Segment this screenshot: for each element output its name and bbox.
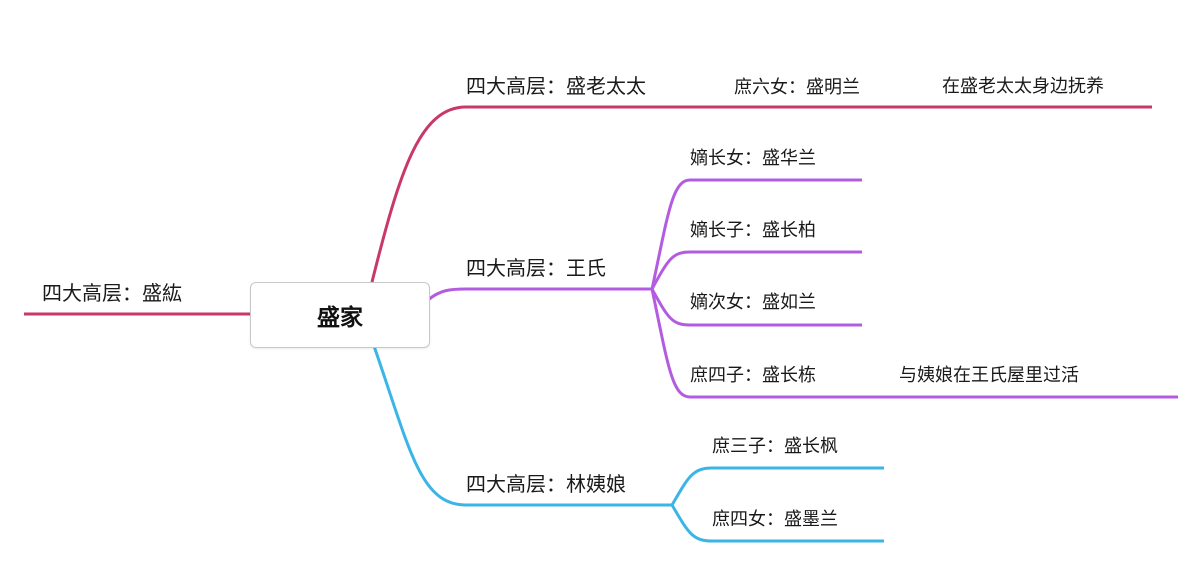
connector-branch2-child-1: [650, 178, 862, 290]
branch-2-child-4-label[interactable]: 庶四子：盛长栋: [690, 365, 816, 386]
branch-2-child-2-label[interactable]: 嫡长子：盛长柏: [690, 220, 816, 241]
connector-branch3-child-2: [670, 504, 884, 543]
branch-2-child-1-label[interactable]: 嫡长女：盛华兰: [690, 148, 816, 169]
branch-3-child-1-label[interactable]: 庶三子：盛长枫: [712, 436, 838, 457]
branch-2-child-3-label[interactable]: 嫡次女：盛如兰: [690, 292, 816, 313]
branch-1-child-1-label[interactable]: 庶六女：盛明兰: [734, 77, 860, 98]
connector-branch3-child-1: [670, 466, 884, 506]
connector-branch2-child-4: [650, 288, 1178, 399]
connector-root-to-branch-3: [372, 345, 467, 507]
branch-1-label[interactable]: 四大高层：盛老太太: [466, 74, 646, 98]
branch-2-label[interactable]: 四大高层：王氏: [466, 256, 606, 280]
root-label: 盛家: [317, 305, 363, 331]
left-branch-label[interactable]: 四大高层：盛紘: [42, 281, 182, 305]
connector-branch2-child-2: [650, 250, 862, 290]
connector-branch2-child-3: [650, 288, 862, 327]
branch-3-label[interactable]: 四大高层：林姨娘: [466, 472, 626, 496]
root-node[interactable]: 盛家: [250, 282, 430, 348]
connector-root-to-branch-1: [370, 105, 467, 283]
branch-3-child-2-label[interactable]: 庶四女：盛墨兰: [712, 509, 838, 530]
branch-2-child-4-note[interactable]: 与姨娘在王氏屋里过活: [899, 365, 1079, 386]
connector-root-to-branch-2: [427, 287, 467, 302]
branch-1-child-1-note[interactable]: 在盛老太太身边抚养: [942, 76, 1104, 97]
